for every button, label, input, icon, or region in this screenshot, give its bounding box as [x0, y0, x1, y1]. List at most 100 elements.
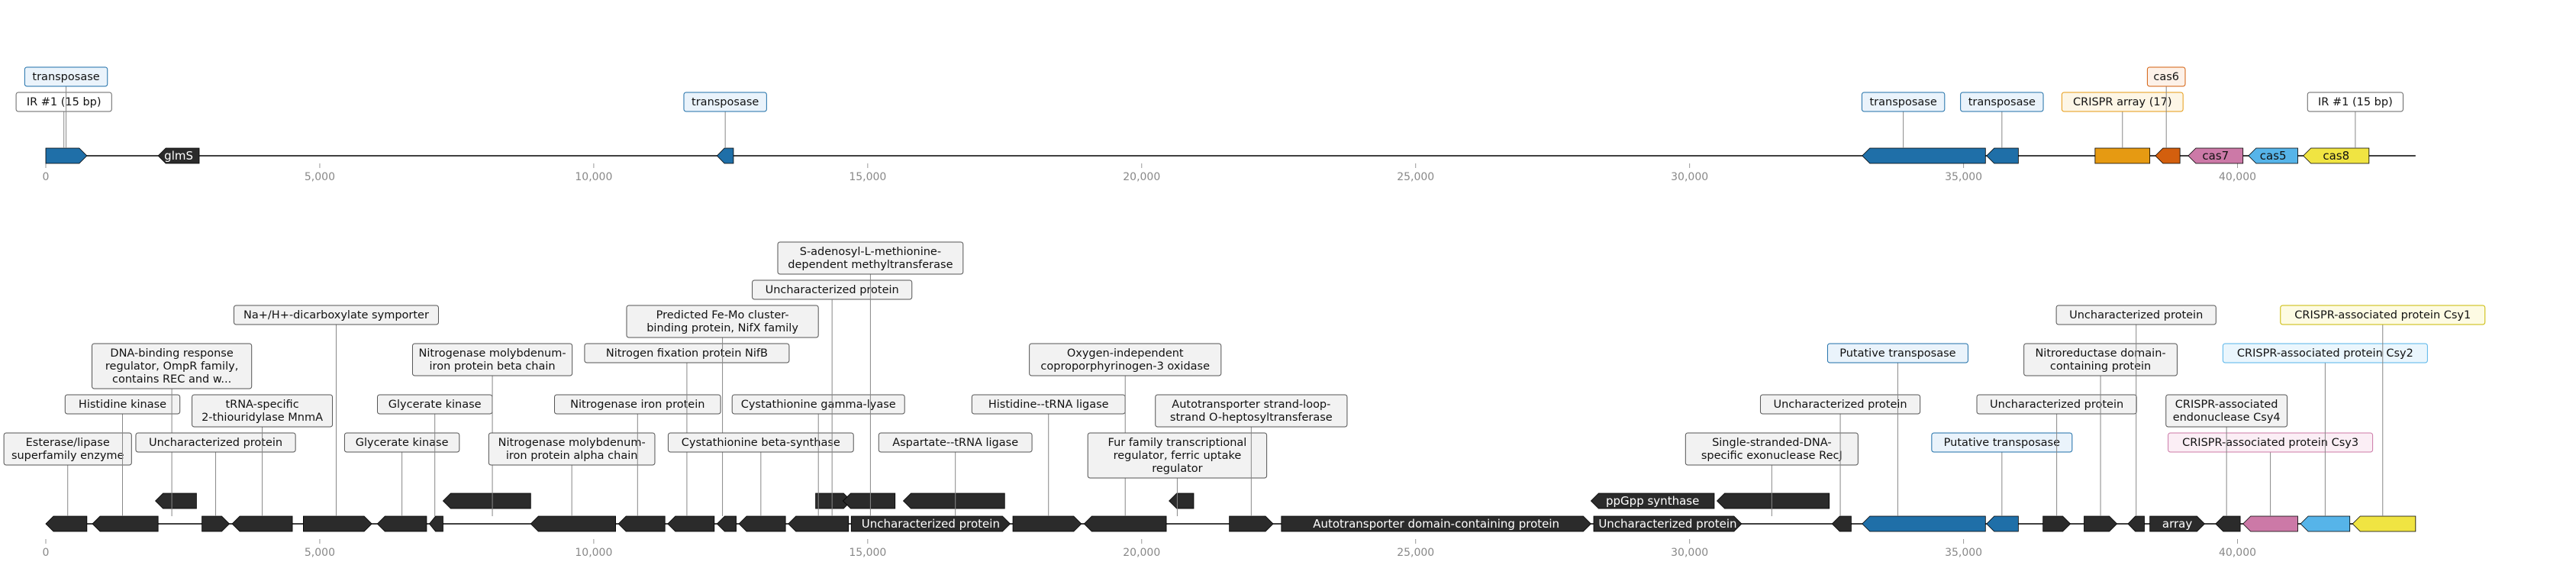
callout-box — [1861, 92, 1946, 112]
feature-label: Autotransporter domain-containing protei… — [1313, 517, 1559, 531]
callout-box — [731, 394, 905, 415]
callout-label: transposase — [1869, 96, 1936, 108]
callout-label: CRISPR-associated — [2175, 399, 2278, 411]
callout-box — [584, 343, 790, 363]
feature-label: cas8 — [2323, 149, 2349, 163]
callout-box — [1960, 92, 2044, 112]
callout-label: cas6 — [2153, 71, 2179, 83]
gene-arrow — [1281, 515, 1591, 532]
axis-tick-label: 35,000 — [1945, 171, 1982, 183]
gene-arrow — [2248, 147, 2298, 164]
gene-arrow — [2352, 515, 2416, 532]
callout-label: transposase — [1968, 96, 2036, 108]
feature-label: glmS — [164, 149, 193, 163]
callout-label: Uncharacterized protein — [1773, 399, 1907, 411]
axis-tick-label: 40,000 — [2219, 547, 2256, 559]
axis-tick-label: 5,000 — [305, 547, 335, 559]
callout-label: Glycerate kinase — [356, 437, 449, 449]
callout-box — [411, 343, 573, 376]
axis-tick-label: 25,000 — [1397, 171, 1434, 183]
feature-label: cas5 — [2260, 149, 2287, 163]
gene-arrow — [850, 515, 1011, 532]
gene-arrow — [617, 515, 666, 532]
callout-box — [192, 394, 334, 428]
gene-arrow — [788, 515, 850, 532]
gene-arrow — [2155, 147, 2181, 164]
gene-arrow — [1862, 515, 1986, 532]
gene-arrow — [2242, 515, 2298, 532]
callout-label: Predicted Fe-Mo cluster- — [656, 309, 789, 321]
feature-label: cas7 — [2202, 149, 2229, 163]
axis-tick-label: 30,000 — [1671, 171, 1708, 183]
gene-arrow — [2149, 515, 2206, 532]
callout-label: Autotransporter strand-loop- — [1172, 399, 1330, 411]
callout-label: Na+/H+-dicarboxylate symporter — [243, 309, 429, 321]
callout-box — [135, 432, 296, 453]
callout-box — [752, 279, 913, 300]
gene-arrow — [2300, 515, 2351, 532]
callout-label: specific exonuclease RecJ — [1701, 450, 1843, 462]
gene-arrow — [667, 515, 715, 532]
gene-arrow — [1012, 515, 1082, 532]
callout-label: transposase — [32, 71, 99, 83]
callout-label: Nitrogenase iron protein — [570, 399, 704, 411]
callout-label: Uncharacterized protein — [766, 284, 899, 296]
callout-label: IR #1 (15 bp) — [27, 96, 102, 108]
gene-arrow — [2127, 515, 2145, 532]
callout-label: coproporphyrinogen-3 oxidase — [1040, 360, 1210, 373]
callout-label: S-adenosyl-L-methionine- — [800, 246, 941, 258]
gene-arrow-upper — [1169, 493, 1195, 509]
gene-arrow — [45, 515, 88, 532]
callout-label: strand O-heptosyltransferase — [1170, 412, 1333, 424]
callout-box — [2023, 343, 2178, 376]
gene-arrow — [1831, 515, 1852, 532]
callout-label: iron protein alpha chain — [506, 450, 638, 462]
callout-box — [1976, 394, 2137, 415]
gene-arrow-upper — [1716, 493, 1830, 509]
callout-label: Putative transposase — [1839, 347, 1955, 360]
callout-box — [1759, 394, 1921, 415]
callout-label: binding protein, NifX family — [646, 322, 798, 334]
callout-box — [2222, 343, 2428, 363]
gene-arrow — [202, 515, 231, 532]
callout-box — [64, 394, 181, 415]
callout-box — [2146, 66, 2186, 87]
callout-box — [1087, 432, 1268, 479]
gene-arrow-upper — [1590, 493, 1715, 509]
axis-tick-label: 15,000 — [849, 547, 886, 559]
callout-box — [2280, 305, 2486, 325]
callout-label: Esterase/lipase — [26, 437, 110, 449]
gene-arrow-upper — [442, 493, 531, 509]
callout-box — [1685, 432, 1859, 466]
callout-label: tRNA-specific — [225, 399, 298, 411]
gene-arrow — [2084, 515, 2118, 532]
callout-label: transposase — [692, 96, 759, 108]
feature-label: array — [2162, 517, 2192, 531]
axis-tick-label: 10,000 — [575, 547, 612, 559]
callout-label: Uncharacterized protein — [149, 437, 282, 449]
gene-arrow — [716, 515, 737, 532]
callout-box — [3, 432, 132, 466]
callout-box — [343, 432, 460, 453]
feature-label: ppGpp synthase — [1606, 494, 1699, 508]
callout-label: Nitrogenase molybdenum- — [419, 347, 566, 360]
callout-label: Cystathionine beta-synthase — [682, 437, 840, 449]
callout-label: CRISPR-associated protein Csy3 — [2182, 437, 2358, 449]
callout-box — [2307, 92, 2404, 112]
callout-label: regulator, ferric uptake — [1114, 450, 1242, 462]
callout-box — [878, 432, 1033, 453]
axis-tick-label: 35,000 — [1945, 547, 1982, 559]
callout-box — [1826, 343, 1968, 363]
gene-arrow — [716, 147, 734, 164]
callout-box — [15, 92, 112, 112]
callout-label: Oxygen-independent — [1067, 347, 1184, 360]
callout-label: Glycerate kinase — [388, 399, 482, 411]
gene-arrow — [2303, 147, 2370, 164]
callout-box — [1155, 394, 1348, 428]
callout-label: iron protein beta chain — [430, 360, 556, 373]
axis-tick-label: 0 — [43, 547, 50, 559]
callout-label: CRISPR-associated protein Csy2 — [2237, 347, 2413, 360]
gene-arrow-upper — [902, 493, 1005, 509]
callout-box — [554, 394, 721, 415]
axis-tick-label: 0 — [43, 171, 50, 183]
